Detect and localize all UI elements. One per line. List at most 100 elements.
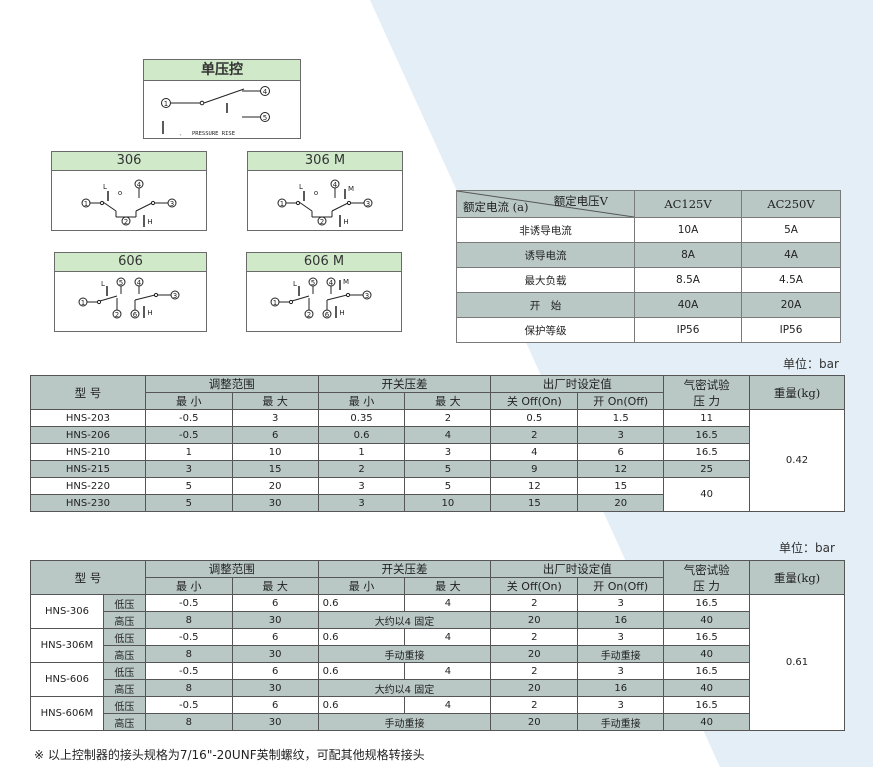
terminal-5-label: 5	[263, 114, 267, 122]
cell: 3	[317, 494, 406, 512]
cell: 20	[490, 713, 579, 731]
cell: 4A	[741, 242, 841, 268]
sub-off: 关 Off(On)	[490, 392, 579, 410]
header-airtest: 气密试验压 力	[663, 375, 751, 410]
cell: 0.6	[317, 662, 406, 680]
cell: 20	[490, 645, 579, 663]
cell: 3	[404, 443, 492, 461]
diagram-606m-schematic: 1 2 5 4 6 3 L M H	[270, 277, 372, 319]
cell: 3	[577, 696, 665, 714]
cell: 手动重接	[317, 713, 492, 731]
unit-label-2: 单位：bar	[779, 541, 835, 555]
cell: 3	[577, 594, 665, 612]
cell: 0.5	[490, 409, 579, 427]
cell: 大约以4 固定	[317, 611, 492, 629]
cell: 10	[231, 443, 319, 461]
cell: 16	[577, 679, 665, 697]
model-cell: HNS-220	[30, 477, 146, 495]
corner-bottom-label: 额定电流 (a)	[463, 200, 529, 214]
t6: 6	[133, 311, 138, 319]
cell: 40	[663, 645, 751, 663]
cell: 2	[404, 409, 492, 427]
cell: 2	[490, 662, 579, 680]
sub-off: 关 Off(On)	[490, 577, 579, 595]
level-low: 低压	[102, 696, 146, 714]
cell: 15	[231, 460, 319, 478]
level-high: 高压	[102, 645, 146, 663]
cell: 20	[231, 477, 319, 495]
model-cell: HNS-306	[30, 594, 104, 629]
header-weight: 重量(kg)	[749, 560, 845, 595]
model-cell: HNS-210	[30, 443, 146, 461]
cell: 4.5A	[741, 267, 841, 293]
t4: 4	[329, 279, 334, 287]
header-diff: 开关压差	[317, 560, 492, 578]
sub-on: 开 On(Off)	[577, 577, 665, 595]
cell: 3	[231, 409, 319, 427]
cell: 4	[404, 594, 492, 612]
cell: 25	[663, 460, 751, 478]
model-cell: HNS-215	[30, 460, 146, 478]
m-label: M	[348, 185, 354, 193]
cell: 8	[144, 611, 233, 629]
cell: 6	[231, 594, 319, 612]
o-mark: o	[314, 189, 318, 197]
cell: 8	[144, 645, 233, 663]
header-adjust: 调整范围	[144, 560, 319, 578]
level-high: 高压	[102, 713, 146, 731]
t3: 3	[366, 200, 370, 208]
header-factory: 出厂时设定值	[490, 560, 665, 578]
h-label: H	[339, 309, 344, 317]
cell: 4	[404, 696, 492, 714]
cell: 2	[317, 460, 406, 478]
sub-min: 最 小	[144, 577, 233, 595]
t3: 3	[170, 200, 174, 208]
cell: 11	[663, 409, 751, 427]
weight-cell: 0.61	[749, 594, 845, 731]
row-label: 诱导电流	[456, 242, 635, 268]
cell: 0.6	[317, 696, 406, 714]
cell: 20	[490, 679, 579, 697]
cell: 9	[490, 460, 579, 478]
cell: 16	[577, 611, 665, 629]
h-label: H	[343, 218, 348, 226]
cell: 3	[317, 477, 406, 495]
cell: 8	[144, 713, 233, 731]
m-label: M	[343, 278, 349, 286]
single-pressure-schematic: 1 4 5 , PRESSURE RISE	[161, 86, 270, 137]
cell: 16.5	[663, 628, 751, 646]
t5: 5	[311, 279, 315, 287]
sub-min: 最 小	[144, 392, 233, 410]
diagram-306: 306 1 3 2 4 L H o	[51, 151, 207, 231]
cell: 40A	[634, 292, 742, 318]
cell: 5A	[741, 217, 841, 243]
cell: 0.6	[317, 594, 406, 612]
header-model: 型 号	[30, 560, 146, 595]
cell: 手动重接	[317, 645, 492, 663]
diagram-606m: 606 M 1 2 5 4 6 3 L M H	[246, 252, 402, 332]
cell: 12	[490, 477, 579, 495]
t1: 1	[280, 200, 284, 208]
t1: 1	[84, 200, 88, 208]
diagram-306m-title: 306 M	[248, 152, 402, 171]
level-low: 低压	[102, 662, 146, 680]
cell: IP56	[741, 317, 841, 343]
cell: 30	[231, 494, 319, 512]
sub-max: 最 大	[231, 577, 319, 595]
t5: 5	[119, 279, 123, 287]
diagram-306-title: 306	[52, 152, 206, 171]
cell: 20	[577, 494, 665, 512]
cell: -0.5	[144, 628, 233, 646]
cell: 30	[231, 611, 319, 629]
